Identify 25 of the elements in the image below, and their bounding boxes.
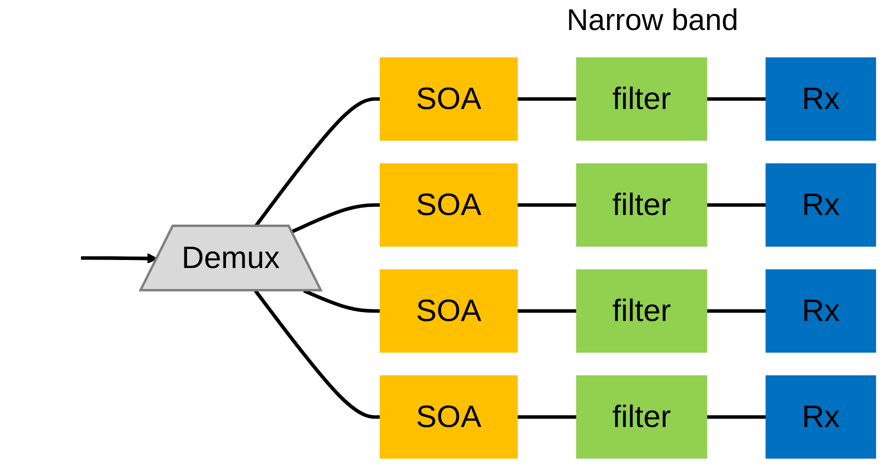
node-box: SOA [380,163,518,247]
connector [706,97,766,101]
connector [706,309,766,313]
connector [517,415,577,419]
node-box: filter [576,269,708,353]
node-box: SOA [380,57,518,141]
connector [706,415,766,419]
connector [303,289,380,313]
connector [291,203,380,234]
node-box: Rx [766,57,876,141]
band-label: Narrow band [566,4,738,37]
node-box: filter [576,57,708,141]
node-box: Rx [766,269,876,353]
connector [517,97,577,101]
node-box: SOA [380,269,518,353]
connector [517,203,577,207]
node-box: Rx [766,163,876,247]
connector [706,203,766,207]
arrow [80,253,158,264]
connector [517,309,577,313]
node-box: filter [576,163,708,247]
node-box: Rx [766,375,876,459]
node-box: filter [576,375,708,459]
connector [254,290,380,419]
node-box: SOA [380,375,518,459]
